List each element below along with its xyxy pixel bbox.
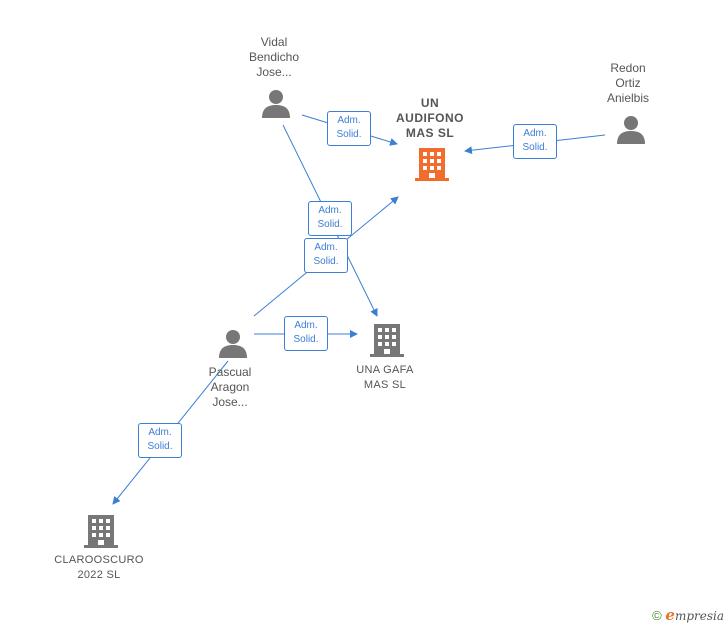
node-label-redon[interactable]: Redon Ortiz Anielbis [606, 61, 650, 105]
edge-label: Adm. Solid. [513, 124, 557, 159]
edge-label: Adm. Solid. [327, 111, 371, 146]
copyright-symbol: © [652, 608, 662, 623]
edge-label: Adm. Solid. [304, 238, 348, 273]
person-icon[interactable] [218, 329, 248, 359]
node-label-vidal[interactable]: Vidal Bendicho Jose... [248, 35, 300, 79]
node-label-una-gafa[interactable]: UNA GAFA MAS SL [356, 364, 414, 391]
node-label-un-audifono[interactable]: UN AUDIFONO MAS SL [396, 96, 464, 140]
edge-label: Adm. Solid. [284, 316, 328, 351]
node-label-pascual[interactable]: Pascual Aragon Jose... [208, 365, 252, 409]
person-icon[interactable] [616, 115, 646, 145]
building-icon[interactable] [370, 322, 404, 358]
brand-initial: e [665, 606, 675, 624]
building-icon[interactable] [415, 146, 449, 182]
empresia-logo: empresia [665, 606, 724, 624]
building-icon[interactable] [84, 513, 118, 549]
person-icon[interactable] [261, 89, 291, 119]
edge-label: Adm. Solid. [308, 201, 352, 236]
edge-label: Adm. Solid. [138, 423, 182, 458]
brand-rest: mpresia [674, 609, 724, 623]
node-label-claroscuro[interactable]: CLAROOSCURO 2022 SL [54, 554, 144, 581]
empresia-watermark: © empresia [652, 606, 724, 624]
